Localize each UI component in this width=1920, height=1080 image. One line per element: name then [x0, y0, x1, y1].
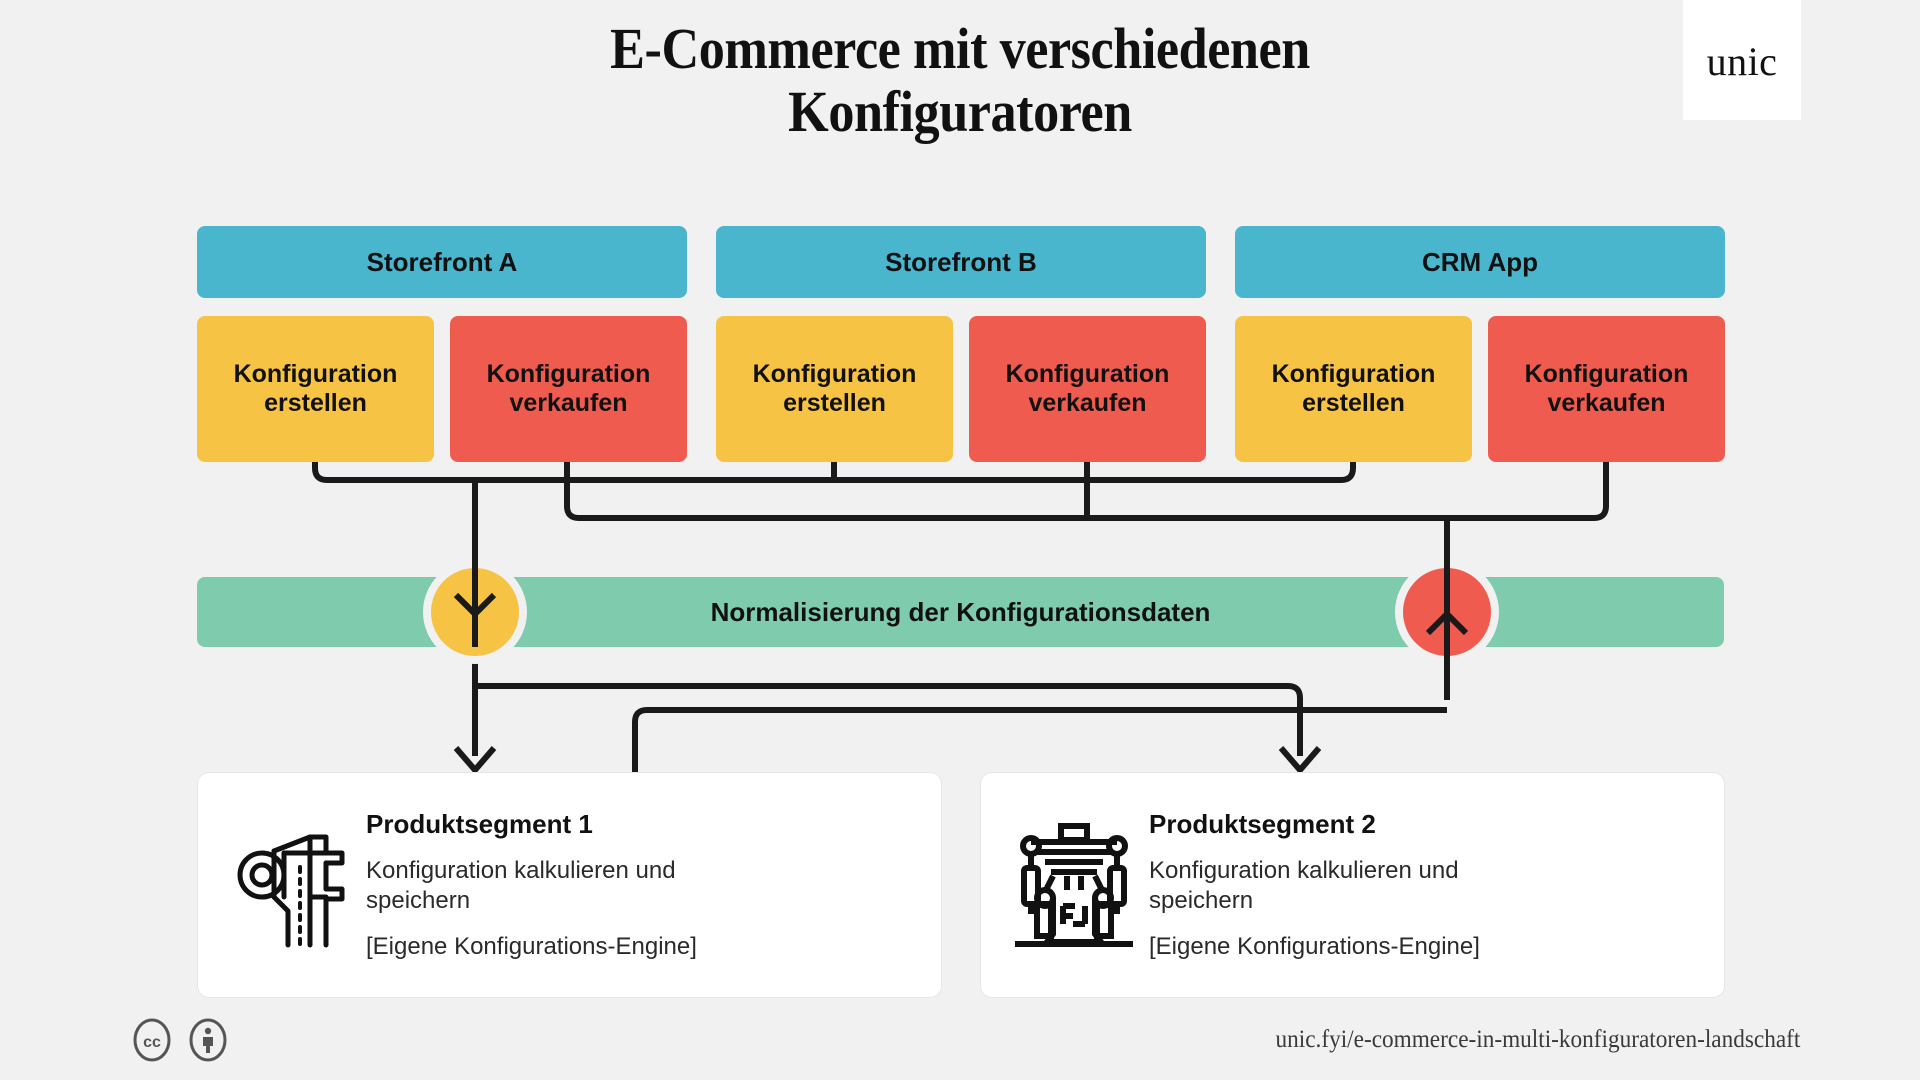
svg-text:cc: cc: [143, 1034, 161, 1051]
channel-label: Storefront B: [885, 246, 1037, 277]
channel-box-crm-app[interactable]: CRM App: [1235, 226, 1725, 298]
machine-press-icon: [999, 820, 1149, 950]
config-sell-label: Konfiguration verkaufen: [1005, 359, 1170, 418]
segment-engine: [Eigene Konfigurations-Engine]: [1149, 932, 1480, 960]
config-sell-label: Konfiguration verkaufen: [486, 359, 651, 418]
config-sell-label: Konfiguration verkaufen: [1524, 359, 1689, 418]
unic-logo-text: unic: [1706, 39, 1778, 84]
inbound-node: [431, 568, 519, 656]
channel-label: Storefront A: [366, 246, 518, 277]
title-line-1: E-Commerce mit verschiedenen: [610, 16, 1310, 81]
outbound-node: [1403, 568, 1491, 656]
segment-engine: [Eigene Konfigurations-Engine]: [366, 932, 697, 960]
segment-text-1: Produktsegment 1 Konfiguration kalkulier…: [366, 809, 941, 961]
config-sell-box-storefront-a[interactable]: Konfiguration verkaufen: [450, 316, 687, 462]
config-create-box-storefront-a[interactable]: Konfiguration erstellen: [197, 316, 434, 462]
title-line-2: Konfiguratoren: [788, 78, 1132, 144]
config-create-label: Konfiguration erstellen: [752, 359, 917, 418]
unic-logo: unic: [1683, 0, 1801, 120]
segment-title: Produktsegment 2: [1149, 809, 1376, 840]
caliper-icon: [216, 819, 366, 951]
normalization-label: Normalisierung der Konfigurationsdaten: [710, 596, 1211, 627]
segment-description: Konfiguration kalkulieren und speichern: [366, 857, 676, 914]
attribution-person-icon: [189, 1018, 227, 1062]
config-create-label: Konfiguration erstellen: [233, 359, 398, 418]
segment-description: Konfiguration kalkulieren und speichern: [1149, 857, 1459, 914]
source-url[interactable]: unic.fyi/e-commerce-in-multi-konfigurato…: [1275, 1026, 1800, 1053]
creative-commons-icon: cc: [133, 1018, 171, 1062]
product-segment-card-2[interactable]: Produktsegment 2 Konfiguration kalkulier…: [980, 772, 1725, 998]
product-segment-card-1[interactable]: Produktsegment 1 Konfiguration kalkulier…: [197, 772, 942, 998]
arrow-to-segment-1: [453, 746, 497, 775]
segment-title: Produktsegment 1: [366, 809, 593, 840]
config-sell-box-storefront-b[interactable]: Konfiguration verkaufen: [969, 316, 1206, 462]
config-sell-box-crm-app[interactable]: Konfiguration verkaufen: [1488, 316, 1725, 462]
channel-box-storefront-a[interactable]: Storefront A: [197, 226, 687, 298]
license-icons: cc: [130, 1018, 230, 1062]
config-create-box-crm-app[interactable]: Konfiguration erstellen: [1235, 316, 1472, 462]
arrow-to-segment-2: [1278, 746, 1322, 775]
config-create-label: Konfiguration erstellen: [1271, 359, 1436, 418]
page-title: E-Commerce mit verschiedenen Konfigurato…: [366, 16, 1554, 144]
config-create-box-storefront-b[interactable]: Konfiguration erstellen: [716, 316, 953, 462]
channel-box-storefront-b[interactable]: Storefront B: [716, 226, 1206, 298]
channel-label: CRM App: [1421, 246, 1538, 277]
segment-text-2: Produktsegment 2 Konfiguration kalkulier…: [1149, 809, 1724, 961]
